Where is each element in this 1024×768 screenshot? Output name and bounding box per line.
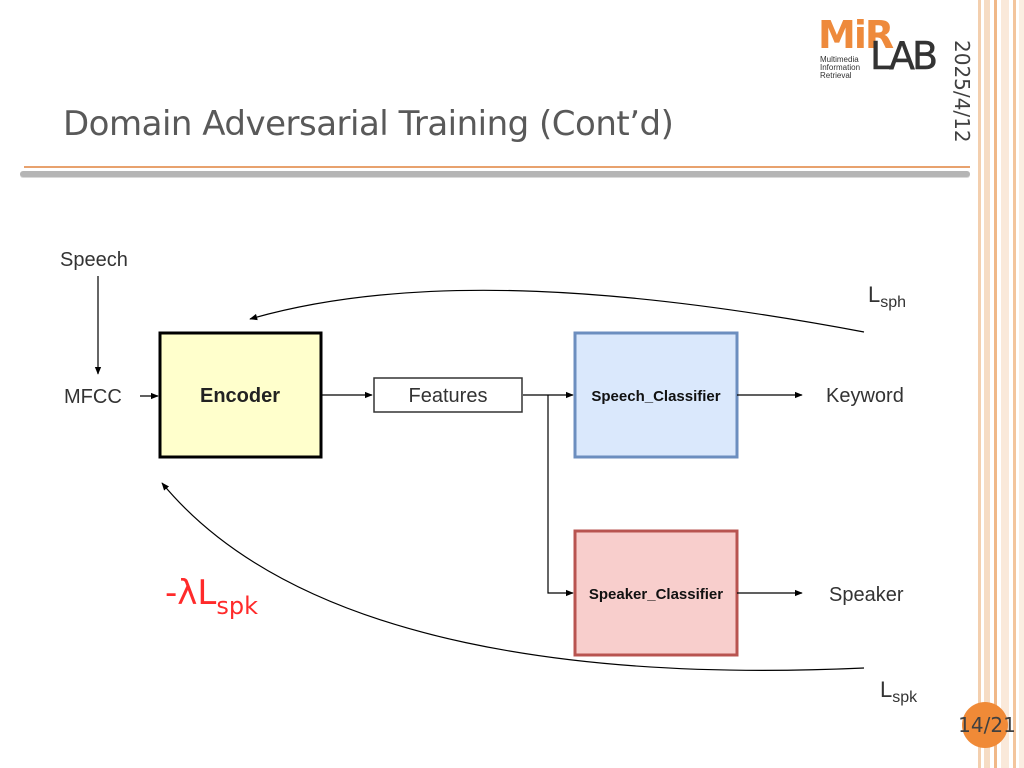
negative-lambda-lspk-label: -λLspk bbox=[165, 573, 258, 620]
slide-date: 2025/4/12 bbox=[950, 40, 974, 143]
lsph-label: Lsph bbox=[868, 282, 906, 311]
logo-lab: LAB bbox=[870, 34, 939, 78]
speech-classifier-box bbox=[573, 331, 739, 459]
title-divider-thin bbox=[24, 166, 970, 168]
lspk-subscript: spk bbox=[892, 689, 918, 706]
lspk-label: Lspk bbox=[880, 677, 918, 706]
logo-subtitle: Multimedia Information Retrieval bbox=[820, 56, 860, 80]
lspk-base: L bbox=[880, 677, 892, 702]
decor-stripe bbox=[1013, 0, 1016, 768]
logo-subtitle-line: Multimedia bbox=[820, 55, 859, 64]
encoder-label: Encoder bbox=[200, 385, 280, 407]
title-divider-thick bbox=[20, 171, 970, 177]
features-label: Features bbox=[409, 385, 488, 407]
speech-classifier-label: Speech_Classifier bbox=[591, 388, 720, 405]
slide-title: Domain Adversarial Training (Cont’d) bbox=[63, 104, 674, 144]
decor-stripe bbox=[978, 0, 981, 768]
page-number: 14/21 bbox=[958, 713, 1016, 737]
page-badge bbox=[962, 702, 1008, 748]
logo-mark: MiR bbox=[818, 13, 894, 57]
logo-subtitle-line: Information bbox=[820, 63, 861, 72]
speaker-label: Speaker bbox=[829, 584, 904, 606]
logo-subtitle-line: Retrieval bbox=[820, 71, 852, 80]
speech-label: Speech bbox=[60, 249, 128, 271]
keyword-label: Keyword bbox=[826, 385, 904, 407]
decor-stripe bbox=[984, 0, 990, 768]
mirlab-logo: MiR LAB Multimedia Information Retrieval bbox=[818, 16, 958, 80]
features-to-speaker-classifier-arrow bbox=[547, 395, 574, 597]
encoder-box bbox=[158, 331, 323, 459]
lsph-subscript: sph bbox=[880, 294, 906, 311]
decor-stripe bbox=[1019, 0, 1024, 768]
decor-stripe bbox=[994, 0, 997, 768]
decor-stripe bbox=[1001, 0, 1009, 768]
lsph-base: L bbox=[868, 282, 880, 307]
negative-lambda-lspk-subscript: spk bbox=[216, 592, 258, 620]
lspk-feedback-arrow bbox=[161, 482, 865, 671]
lsph-feedback-arrow bbox=[249, 289, 865, 333]
speaker-classifier-box bbox=[573, 529, 739, 657]
features-box bbox=[373, 377, 523, 413]
mfcc-label: MFCC bbox=[64, 386, 122, 408]
negative-lambda-lspk-base: -λL bbox=[165, 573, 216, 613]
speaker-classifier-label: Speaker_Classifier bbox=[589, 586, 723, 603]
